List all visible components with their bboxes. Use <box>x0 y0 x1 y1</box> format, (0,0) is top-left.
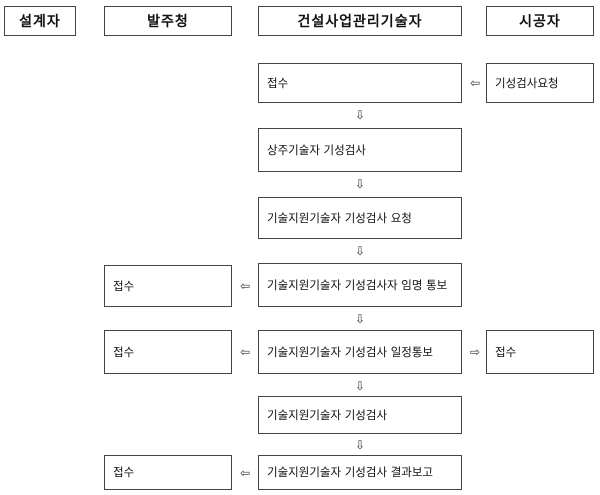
arrow-down-1: ⇩ <box>354 108 366 122</box>
arrow-down-2: ⇩ <box>354 177 366 191</box>
header-supervisor: 건설사업관리기술자 <box>258 6 462 36</box>
arrow-left-contractor-request: ⇦ <box>469 76 481 90</box>
arrow-down-5: ⇩ <box>354 379 366 393</box>
step-appoint-notice: 기술지원기술자 기성검사자 임명 통보 <box>258 263 462 307</box>
client-receipt-2: 접수 <box>104 330 232 374</box>
arrow-down-4: ⇩ <box>354 312 366 326</box>
arrow-left-client-3: ⇦ <box>239 466 251 480</box>
client-receipt-3: 접수 <box>104 455 232 490</box>
header-designer: 설계자 <box>4 6 76 36</box>
step-resident-inspection: 상주기술자 기성검사 <box>258 128 462 172</box>
step-schedule-notice: 기술지원기술자 기성검사 일정통보 <box>258 330 462 374</box>
header-contractor: 시공자 <box>486 6 594 36</box>
arrow-left-client-2: ⇦ <box>239 345 251 359</box>
step-support-request: 기술지원기술자 기성검사 요청 <box>258 197 462 239</box>
arrow-down-3: ⇩ <box>354 244 366 258</box>
header-client: 발주청 <box>104 6 232 36</box>
arrow-down-6: ⇩ <box>354 438 366 452</box>
step-result-report: 기술지원기술자 기성검사 결과보고 <box>258 455 462 490</box>
step-support-inspection: 기술지원기술자 기성검사 <box>258 396 462 434</box>
arrow-left-client-1: ⇦ <box>239 279 251 293</box>
step-receipt: 접수 <box>258 63 462 103</box>
client-receipt-1: 접수 <box>104 265 232 307</box>
arrow-right-contractor-receipt: ⇨ <box>469 345 481 359</box>
contractor-receipt: 접수 <box>486 330 594 374</box>
contractor-request: 기성검사요청 <box>486 63 594 103</box>
